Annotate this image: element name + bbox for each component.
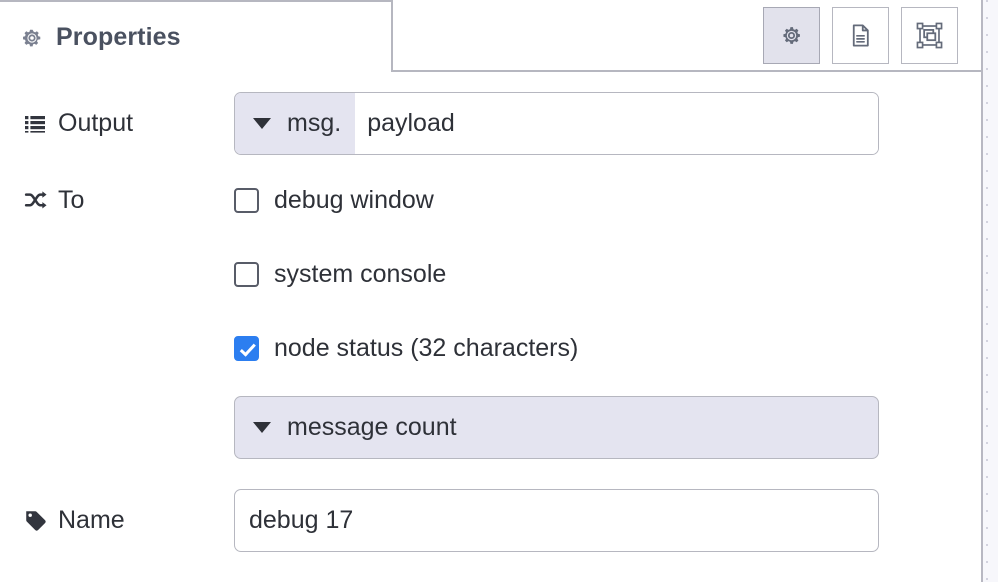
to-options: debug window system console node status … xyxy=(234,183,879,459)
output-typed-input[interactable]: msg. payload xyxy=(234,92,879,155)
gear-icon xyxy=(20,26,44,50)
tabbar-underline xyxy=(392,70,981,72)
checkbox-label: node status (32 characters) xyxy=(274,333,579,362)
status-type-dropdown[interactable]: message count xyxy=(234,396,879,459)
row-name: Name xyxy=(0,489,981,552)
output-property-value[interactable]: payload xyxy=(355,93,878,154)
checkbox-debug-window[interactable]: debug window xyxy=(234,183,879,217)
chevron-down-icon xyxy=(253,422,271,433)
panel-tabbar: Properties xyxy=(0,0,981,72)
checkbox-box[interactable] xyxy=(234,187,259,213)
tab-properties-label: Properties xyxy=(56,22,181,51)
document-icon xyxy=(847,22,874,49)
output-label-text: Output xyxy=(58,109,134,137)
shuffle-icon xyxy=(22,187,48,213)
tag-icon xyxy=(22,508,48,534)
checkbox-box[interactable] xyxy=(234,261,259,287)
checkbox-label: system console xyxy=(274,259,447,288)
tab-properties[interactable]: Properties xyxy=(0,0,393,72)
to-label: To xyxy=(22,183,234,217)
appearance-icon xyxy=(915,21,944,50)
description-tab-button[interactable] xyxy=(832,7,889,64)
list-icon xyxy=(22,111,48,137)
output-type-select[interactable]: msg. xyxy=(235,93,356,154)
gear-icon xyxy=(779,23,804,48)
status-type-value: message count xyxy=(287,413,457,441)
row-output: Output msg. payload xyxy=(0,92,981,155)
checkbox-label: debug window xyxy=(274,185,434,214)
output-label: Output xyxy=(22,92,234,155)
checkbox-node-status[interactable]: node status (32 characters) xyxy=(234,331,879,365)
checkbox-box[interactable] xyxy=(234,335,259,361)
panel-tool-buttons xyxy=(763,7,958,64)
row-to: To debug window system console node stat… xyxy=(0,183,981,459)
output-type-label: msg. xyxy=(287,109,342,137)
node-properties-form: Output msg. payload xyxy=(0,72,981,552)
name-label: Name xyxy=(22,489,234,552)
properties-tab-button[interactable] xyxy=(763,7,820,64)
name-label-text: Name xyxy=(58,506,125,534)
appearance-tab-button[interactable] xyxy=(901,7,958,64)
chevron-down-icon xyxy=(253,118,271,129)
checkbox-system-console[interactable]: system console xyxy=(234,257,879,291)
name-input[interactable] xyxy=(234,489,879,552)
to-label-text: To xyxy=(58,185,85,214)
